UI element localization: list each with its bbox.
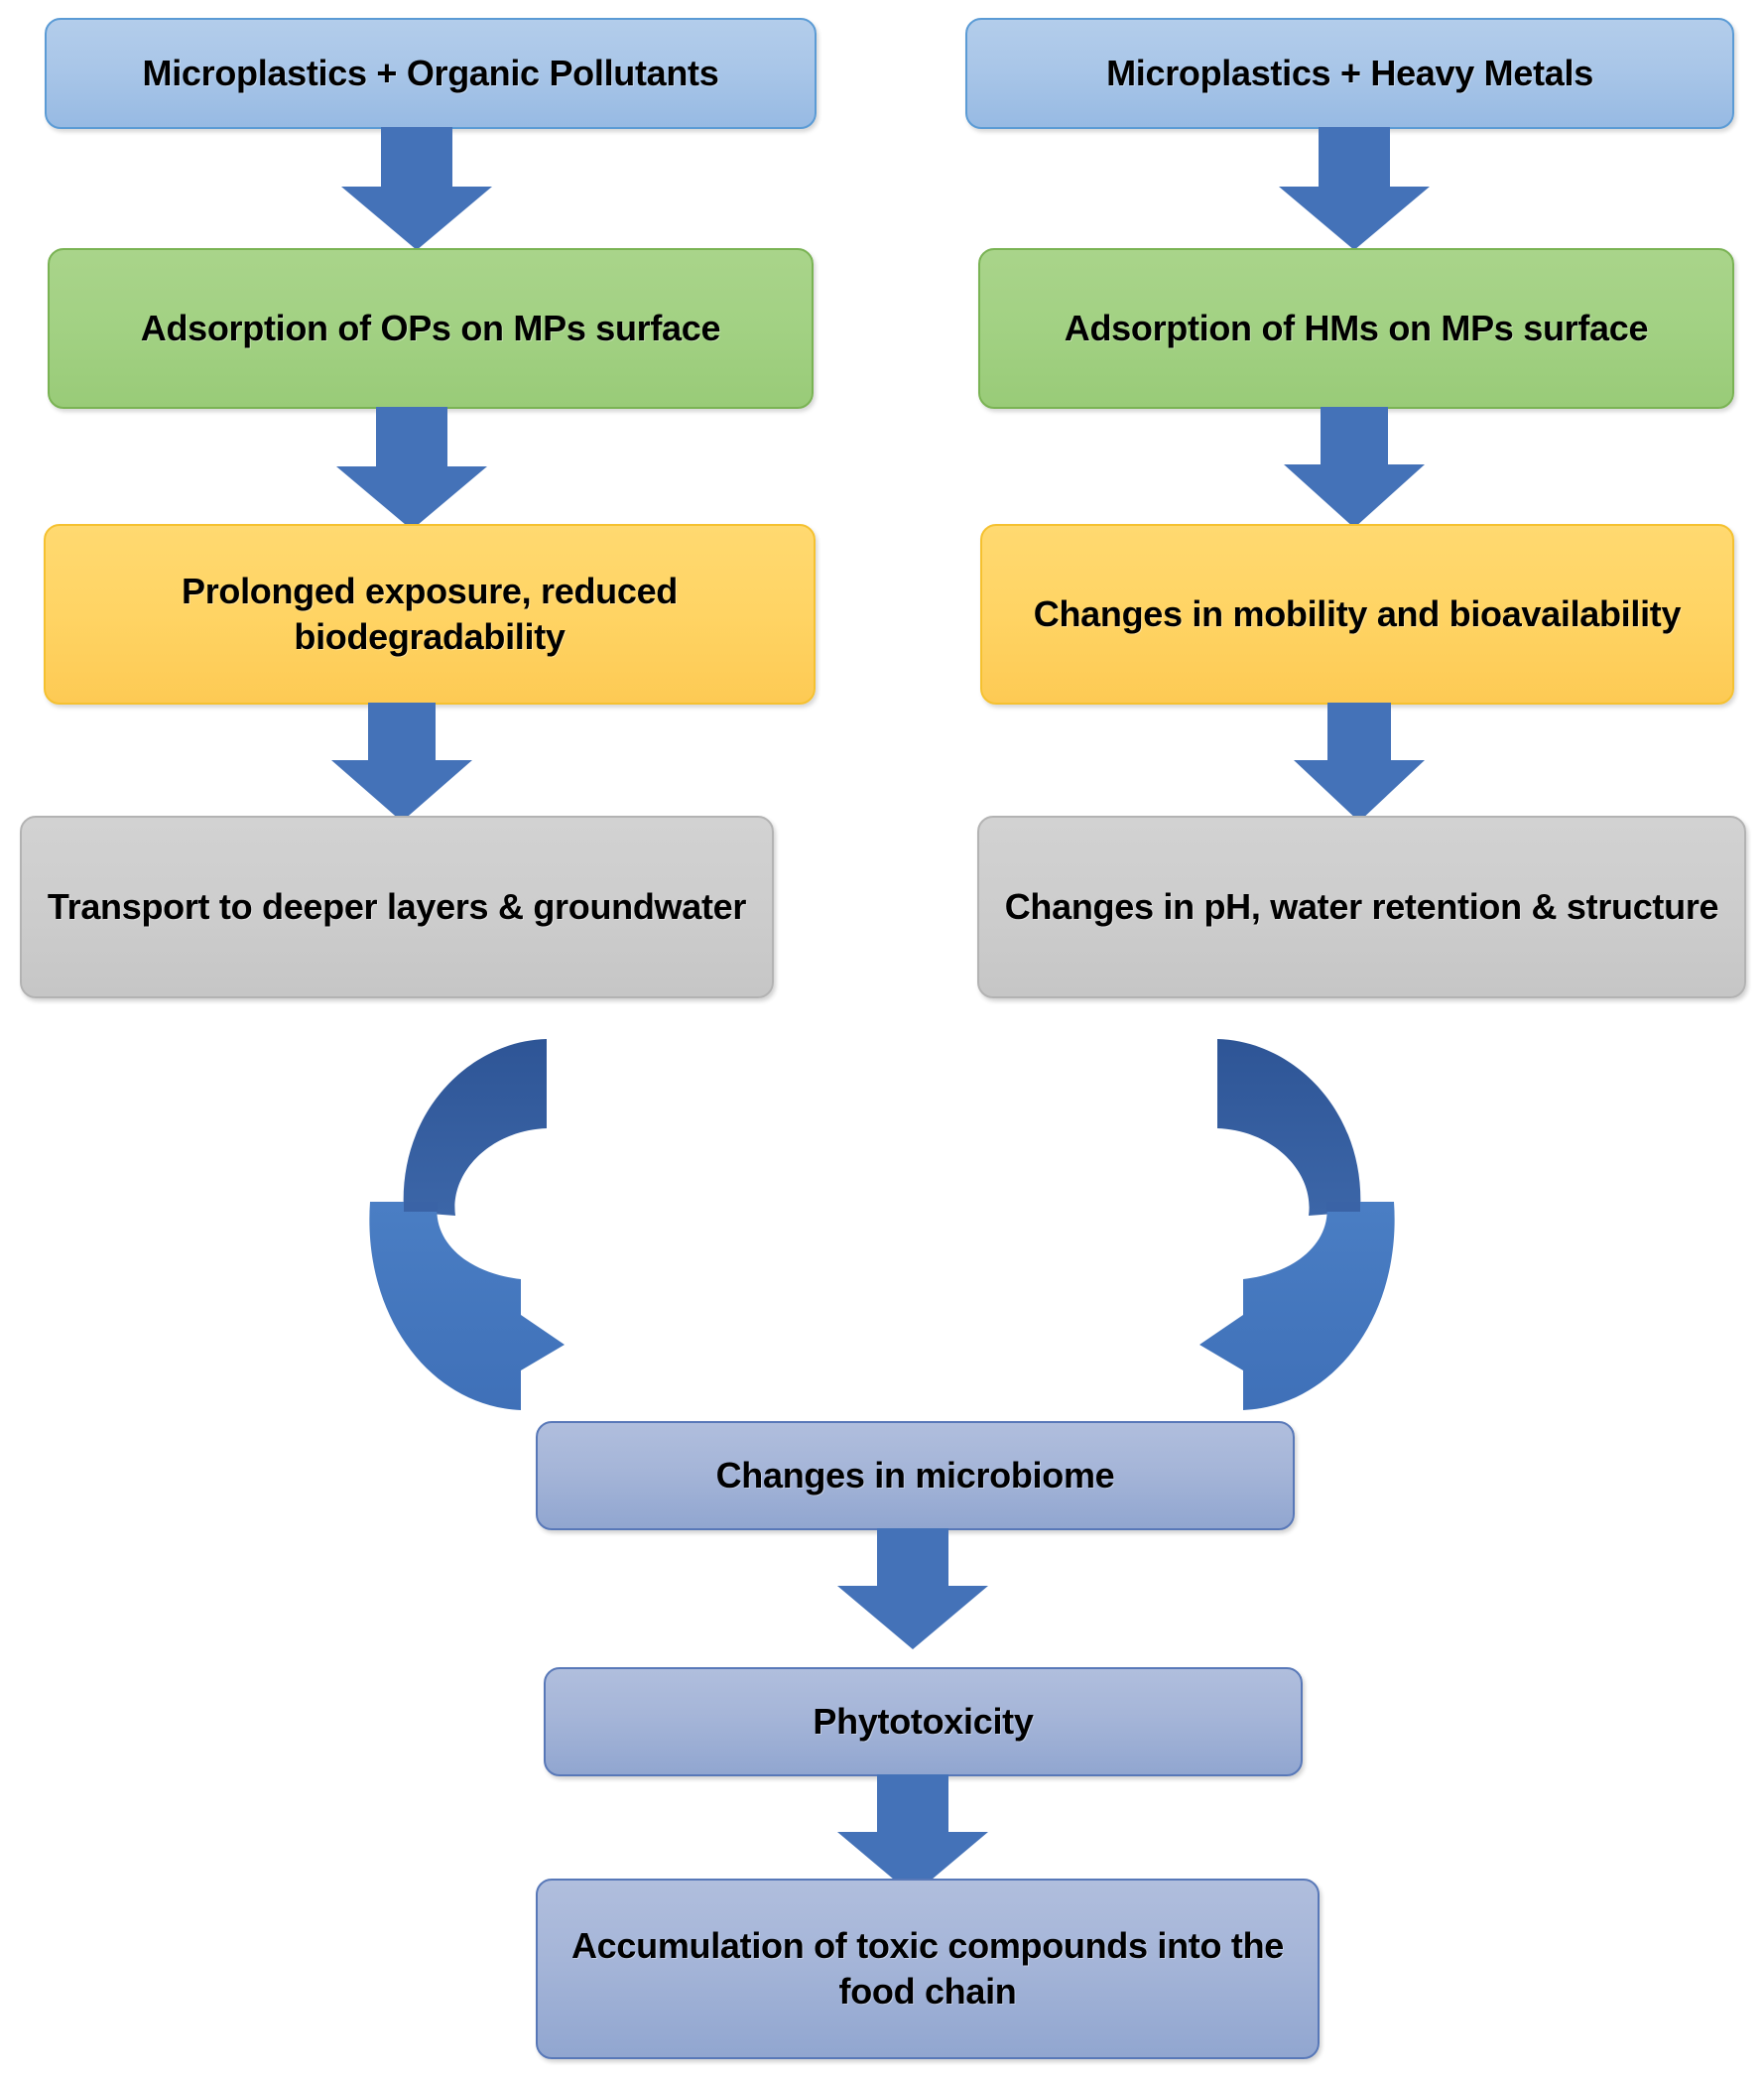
node-right-source-label: Microplastics + Heavy Metals xyxy=(1106,52,1593,93)
node-right-transport-label: Changes in pH, water retention & structu… xyxy=(1004,885,1719,927)
node-accumulation-label: Accumulation of toxic compounds into the… xyxy=(570,1924,1284,2012)
node-right-source: Microplastics + Heavy Metals xyxy=(965,18,1734,129)
node-right-adsorption-label: Adsorption of HMs on MPs surface xyxy=(1064,307,1649,348)
arrow-right-source-to-adsorption xyxy=(1275,127,1434,252)
node-left-effect: Prolonged exposure, reduced biodegradabi… xyxy=(44,524,816,705)
arrow-right-adsorption-to-effect xyxy=(1280,407,1429,530)
node-microbiome: Changes in microbiome xyxy=(536,1421,1295,1530)
node-right-transport: Changes in pH, water retention & structu… xyxy=(977,816,1746,998)
node-left-transport: Transport to deeper layers & groundwater xyxy=(20,816,774,998)
node-right-effect-label: Changes in mobility and bioavailability xyxy=(1033,592,1682,634)
arrow-phytotoxicity-to-accumulation xyxy=(833,1774,992,1897)
node-accumulation: Accumulation of toxic compounds into the… xyxy=(536,1879,1320,2059)
node-phytotoxicity-label: Phytotoxicity xyxy=(813,1700,1034,1742)
arrow-left-effect-to-transport xyxy=(327,703,476,824)
node-left-adsorption: Adsorption of OPs on MPs surface xyxy=(48,248,814,409)
curved-arrow-right-to-microbiome xyxy=(1055,1017,1412,1434)
node-left-source-label: Microplastics + Organic Pollutants xyxy=(142,52,719,93)
node-left-effect-label: Prolonged exposure, reduced biodegradabi… xyxy=(181,570,678,657)
curved-arrow-left-to-microbiome xyxy=(352,1017,709,1434)
arrow-left-source-to-adsorption xyxy=(337,127,496,252)
node-left-source: Microplastics + Organic Pollutants xyxy=(45,18,817,129)
node-left-adsorption-label: Adsorption of OPs on MPs surface xyxy=(140,307,721,348)
node-left-transport-label: Transport to deeper layers & groundwater xyxy=(47,885,747,927)
arrow-microbiome-to-phytotoxicity xyxy=(833,1528,992,1651)
node-right-adsorption: Adsorption of HMs on MPs surface xyxy=(978,248,1734,409)
node-phytotoxicity: Phytotoxicity xyxy=(544,1667,1303,1776)
arrow-right-effect-to-transport xyxy=(1290,703,1429,824)
node-microbiome-label: Changes in microbiome xyxy=(715,1454,1115,1496)
arrow-left-adsorption-to-effect xyxy=(332,407,491,532)
node-right-effect: Changes in mobility and bioavailability xyxy=(980,524,1734,705)
